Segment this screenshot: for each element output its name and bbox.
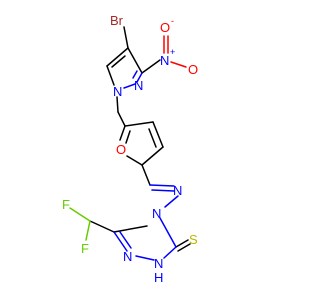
bond-c5-chf2 (89, 220, 115, 233)
atom-o-nitro-1-charge: - (171, 16, 174, 26)
bond-ch2-furanc5 (117, 111, 126, 127)
bond-n2-c3 (163, 246, 177, 259)
atom-n-nitro-charge: + (170, 47, 175, 57)
molecule-canvas: Br N + O - O N N O N N N N H S F F (62, 13, 198, 285)
bonds (89, 26, 191, 252)
bond-nnitro-o2 (170, 61, 187, 68)
atom-o-furan: O (116, 142, 126, 157)
structure-diagram: Br N + O - O N N O N N N N H S F F (62, 13, 198, 285)
bond-furan-o-c5 (119, 125, 126, 141)
bond-furan-c3-c2 (141, 146, 164, 166)
atom-br: Br (110, 13, 124, 28)
hetero-bonds (69, 35, 187, 261)
atom-f-1: F (62, 197, 70, 212)
bond-furan-c5-c4 (124, 121, 154, 127)
bond-furan-c4-c3 (152, 121, 164, 148)
bond-c4-br (123, 26, 129, 49)
bond-n1-n2 (123, 83, 136, 89)
atom-o-nitro-2: O (188, 62, 198, 77)
bond-c4-c3 (127, 47, 143, 74)
bond-n4-c3 (159, 217, 177, 248)
atom-f-2: F (81, 241, 89, 256)
bond-c5-n1 (106, 65, 115, 86)
bond-triazole-c5-n4 (113, 225, 148, 233)
bond-furan-c5-o-inner (125, 130, 131, 144)
atom-n-pyrazole-2: N (134, 78, 143, 93)
atom-o-nitro-1: O (160, 20, 170, 35)
atom-labels: Br N + O - O N N O N N N N H S F F (62, 13, 198, 285)
atom-s-thione: S (189, 232, 198, 247)
bond-n1-n2 (135, 255, 155, 261)
bond-c-f2 (85, 220, 91, 241)
atom-n-imine: N (173, 183, 182, 198)
bond-furanc2-ch (141, 164, 151, 186)
bond-c4-c5-inner (111, 55, 126, 68)
bond-ch-nimine (149, 184, 175, 187)
bond-furan-c4-c3-inner (148, 128, 157, 148)
atom-n-nitro: N (160, 53, 169, 68)
bond-c4-c5 (106, 47, 129, 67)
bond-triazole-c3-s-2 (177, 243, 191, 252)
bond-ch-nimine-2 (151, 189, 175, 192)
bond-c5-n1-2 (119, 231, 132, 249)
atom-nh-hydrogen: H (154, 270, 163, 285)
bond-n2-c3 (136, 72, 143, 83)
bond-c5-n1 (113, 231, 128, 252)
bond-c-f1 (69, 207, 91, 222)
atom-nh-triazole: N (154, 256, 163, 271)
bond-n1-ch2 (116, 96, 119, 113)
bond-triazole-c3-s (175, 239, 189, 248)
atom-n-triazole-1: N (123, 249, 132, 264)
bond-furan-c2-o (126, 155, 143, 166)
bond-c3-nnitro (141, 59, 161, 74)
atom-n-pyrazole-1: N (113, 84, 122, 99)
bond-nimine-n4 (164, 195, 179, 208)
bond-n2-c3-inner (132, 70, 138, 79)
atom-n-triazole-4: N (152, 206, 161, 221)
